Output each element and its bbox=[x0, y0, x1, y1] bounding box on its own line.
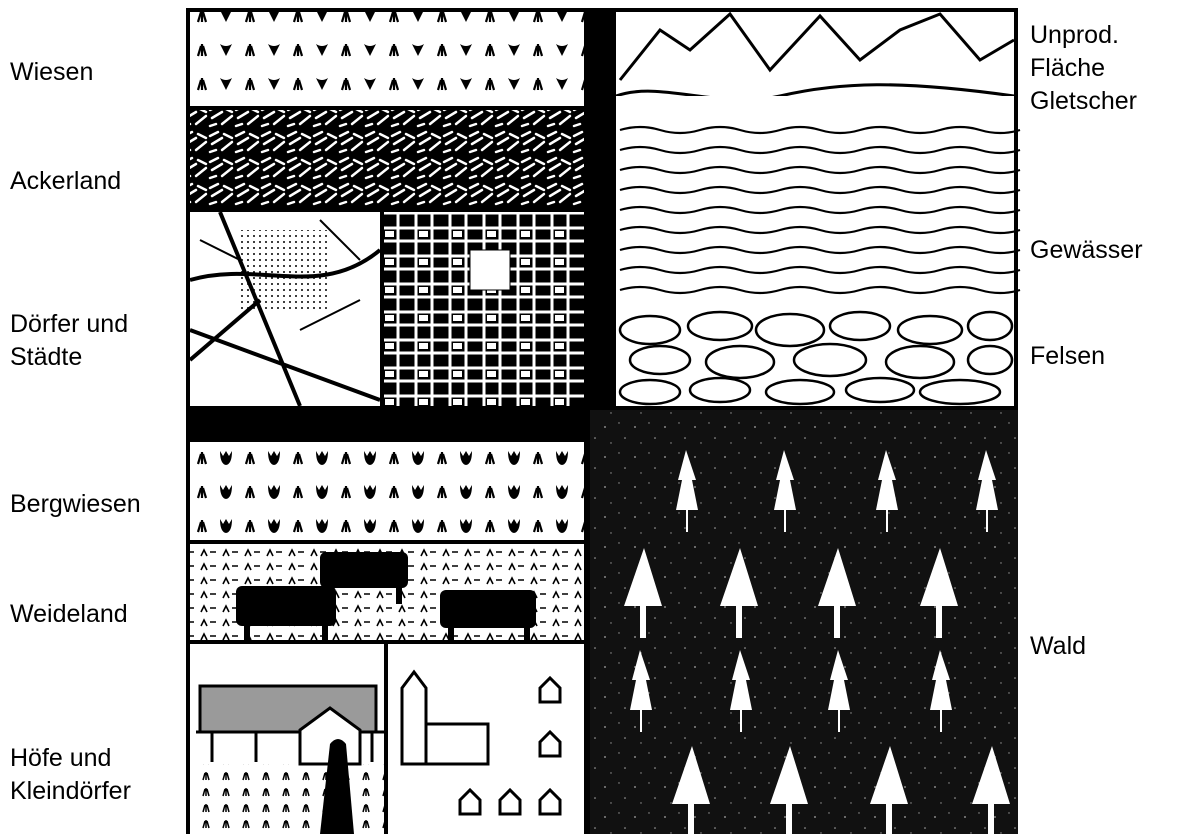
label-hoefe-und-kleindoerfer: Höfe und Kleindörfer bbox=[10, 742, 131, 808]
label-gewaesser: Gewässer bbox=[1030, 234, 1143, 267]
label-weideland: Weideland bbox=[10, 598, 128, 631]
label-wald: Wald bbox=[1030, 630, 1086, 663]
label-wiesen: Wiesen bbox=[10, 56, 93, 89]
label-doerfer-und-staedte: Dörfer und Städte bbox=[10, 308, 128, 374]
label-bergwiesen: Bergwiesen bbox=[10, 488, 141, 521]
label-ackerland: Ackerland bbox=[10, 165, 121, 198]
label-felsen: Felsen bbox=[1030, 340, 1105, 373]
label-unprod-flaeche-gletscher: Unprod. Fläche Gletscher bbox=[1030, 19, 1137, 118]
